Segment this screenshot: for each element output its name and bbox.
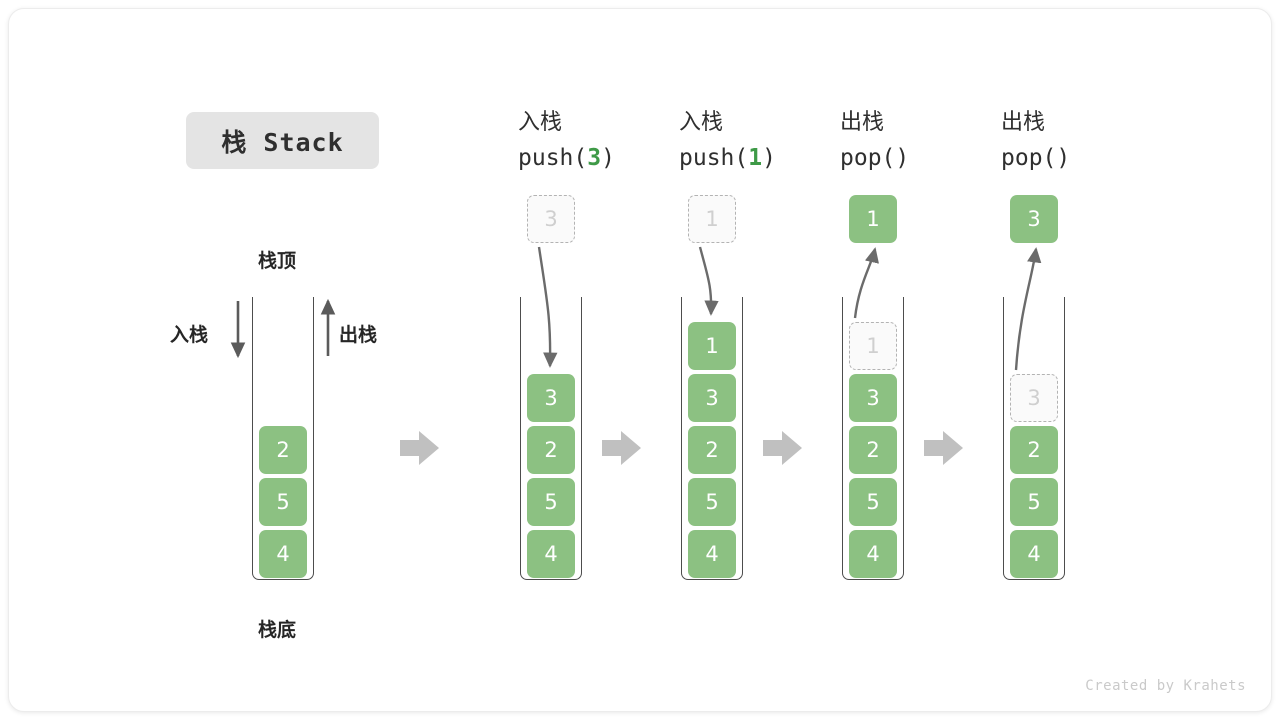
cell-value: 3 [1027,207,1041,231]
cell-value: 1 [705,207,719,231]
column-header-op: pop() [840,142,1000,174]
cell-value: 2 [276,438,290,462]
stack-cell-push-3: 2 [527,426,575,474]
op-arg: 1 [748,145,763,171]
base-push-label: 入栈 [170,324,209,346]
stack-cell-pop-1: 2 [849,426,897,474]
op-suffix: ) [1056,145,1071,171]
cell-value: 4 [276,542,290,566]
op-prefix: push( [679,145,749,171]
column-header-push-3: 入栈 push(3) [518,108,678,174]
cell-value: 5 [705,490,719,514]
stack-container-push-1 [681,297,743,580]
cell-value: 2 [866,438,880,462]
cell-value: 4 [544,542,558,566]
credit-text: Created by Krahets [1085,678,1246,694]
op-suffix: ) [601,145,615,171]
incoming-ghost-push-3: 3 [527,195,575,243]
stack-container-push-3 [520,297,582,580]
cell-value: 2 [705,438,719,462]
column-header-pop-3: 出栈 pop() [1001,108,1161,174]
popped-ghost-cell-pop-1: 1 [849,322,897,370]
stack-cell-push-1: 5 [688,478,736,526]
stack-cell-push-1: 2 [688,426,736,474]
cell-value: 4 [866,542,880,566]
base-stack-cell: 2 [259,426,307,474]
stack-cell-pop-3: 2 [1010,426,1058,474]
cell-value: 5 [1027,490,1041,514]
stack-cell-push-1: 3 [688,374,736,422]
column-header-cn: 出栈 [840,110,885,135]
base-stack-container [252,297,314,580]
stack-cell-push-1: 1 [688,322,736,370]
stack-cell-pop-3: 5 [1010,478,1058,526]
diagram-title: 栈 Stack [186,112,379,169]
cell-value: 4 [705,542,719,566]
base-stack-cell: 5 [259,478,307,526]
base-stack-cell: 4 [259,530,307,578]
cell-value: 5 [276,490,290,514]
cell-value: 3 [705,386,719,410]
cell-value: 5 [866,490,880,514]
popped-value-pop-3: 3 [1010,195,1058,243]
stack-container-pop-3 [1003,297,1065,580]
cell-value: 1 [866,207,880,231]
column-header-op: pop() [1001,142,1161,174]
stack-bottom-label: 栈底 [258,619,297,641]
base-pop-label: 出栈 [339,324,378,346]
cell-value: 3 [1027,386,1041,410]
column-header-pop-1: 出栈 pop() [840,108,1000,174]
cell-value: 2 [544,438,558,462]
column-header-cn: 入栈 [679,110,724,135]
cell-value: 1 [705,334,719,358]
cell-value: 5 [544,490,558,514]
op-prefix: pop( [1001,145,1057,171]
stack-top-label: 栈顶 [258,250,297,272]
op-prefix: push( [518,145,588,171]
popped-ghost-cell-pop-3: 3 [1010,374,1058,422]
column-header-op: push(3) [518,142,678,174]
cell-value: 3 [544,386,558,410]
cell-value: 1 [866,334,880,358]
stack-cell-push-3: 3 [527,374,575,422]
op-suffix: ) [762,145,776,171]
cell-value: 3 [544,207,558,231]
stack-cell-pop-1: 3 [849,374,897,422]
op-suffix: ) [895,145,910,171]
stack-cell-pop-3: 4 [1010,530,1058,578]
stack-cell-push-3: 5 [527,478,575,526]
incoming-ghost-push-1: 1 [688,195,736,243]
column-header-push-1: 入栈 push(1) [679,108,839,174]
column-header-cn: 入栈 [518,110,563,135]
op-prefix: pop( [840,145,896,171]
cell-value: 3 [866,386,880,410]
cell-value: 4 [1027,542,1041,566]
cell-value: 2 [1027,438,1041,462]
stack-cell-push-3: 4 [527,530,575,578]
op-arg: 3 [587,145,602,171]
stack-container-pop-1 [842,297,904,580]
stack-cell-pop-1: 5 [849,478,897,526]
popped-value-pop-1: 1 [849,195,897,243]
column-header-op: push(1) [679,142,839,174]
stack-cell-pop-1: 4 [849,530,897,578]
column-header-cn: 出栈 [1001,110,1046,135]
stack-cell-push-1: 4 [688,530,736,578]
